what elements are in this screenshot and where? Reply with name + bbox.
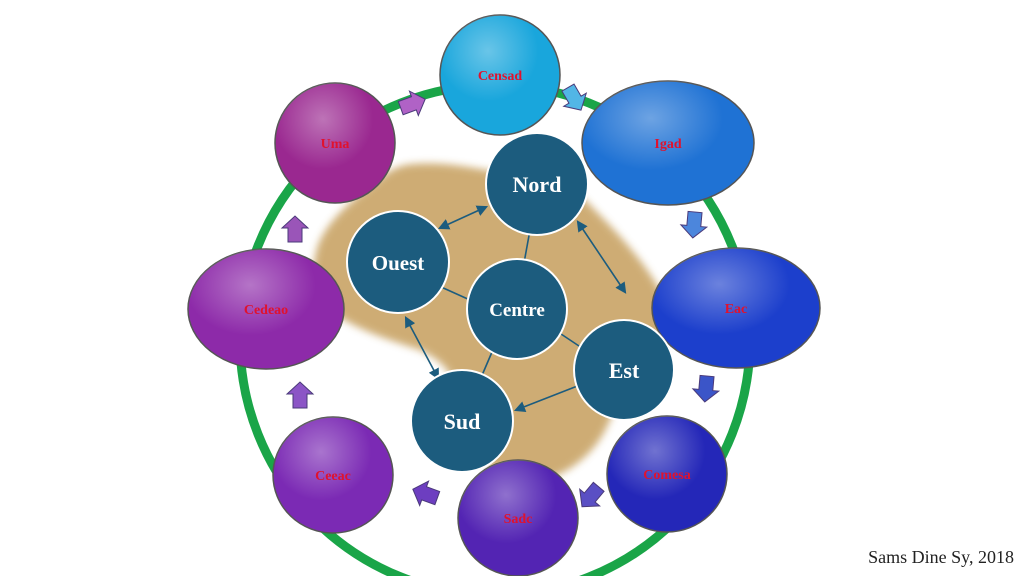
arrow-ouest-nord <box>437 205 489 230</box>
inner-label-centre: Centre <box>489 300 545 321</box>
outer-label-censad: Censad <box>478 69 523 84</box>
block-arrow-2 <box>561 83 588 111</box>
inner-node-nord: Nord <box>485 132 589 236</box>
block-arrow-5 <box>579 481 605 508</box>
outer-node-comesa: Comesa <box>606 415 728 533</box>
inner-label-ouest: Ouest <box>372 251 425 275</box>
block-arrow-1 <box>397 90 426 117</box>
arrow-est-sud <box>513 384 581 412</box>
outer-node-cedeao: Cedeao <box>187 248 345 370</box>
author-credit: Sams Dine Sy, 2018 <box>868 547 1014 567</box>
inner-node-sud: Sud <box>410 369 514 473</box>
block-arrow-8 <box>280 215 310 243</box>
inner-node-ouest: Ouest <box>346 210 450 314</box>
inner-node-est: Est <box>573 319 675 421</box>
outer-label-sadc: Sadc <box>504 512 533 527</box>
arrow-ouest-sud <box>404 316 440 380</box>
inner-label-sud: Sud <box>444 409 481 434</box>
outer-node-eac: Eac <box>651 247 821 369</box>
outer-label-igad: Igad <box>654 137 681 152</box>
arrow-nord-est <box>576 220 627 294</box>
outer-label-ceeac: Ceeac <box>315 469 351 484</box>
outer-node-ceeac: Ceeac <box>272 416 394 534</box>
inner-label-est: Est <box>609 358 640 383</box>
outer-label-comesa: Comesa <box>643 468 690 483</box>
block-arrow-3 <box>679 210 709 239</box>
block-arrow-7 <box>285 381 315 409</box>
outer-label-eac: Eac <box>725 302 748 317</box>
outer-node-censad: Censad <box>439 14 561 136</box>
inner-node-centre: Centre <box>466 258 568 360</box>
outer-label-cedeao: Cedeao <box>244 303 288 318</box>
block-arrow-4 <box>691 374 721 403</box>
block-arrows <box>280 83 721 508</box>
inner-label-nord: Nord <box>513 172 562 197</box>
block-arrow-6 <box>412 480 441 507</box>
outer-node-igad: Igad <box>581 80 755 206</box>
outer-node-sadc: Sadc <box>457 459 579 576</box>
outer-label-uma: Uma <box>321 137 350 152</box>
outer-node-uma: Uma <box>274 82 396 204</box>
